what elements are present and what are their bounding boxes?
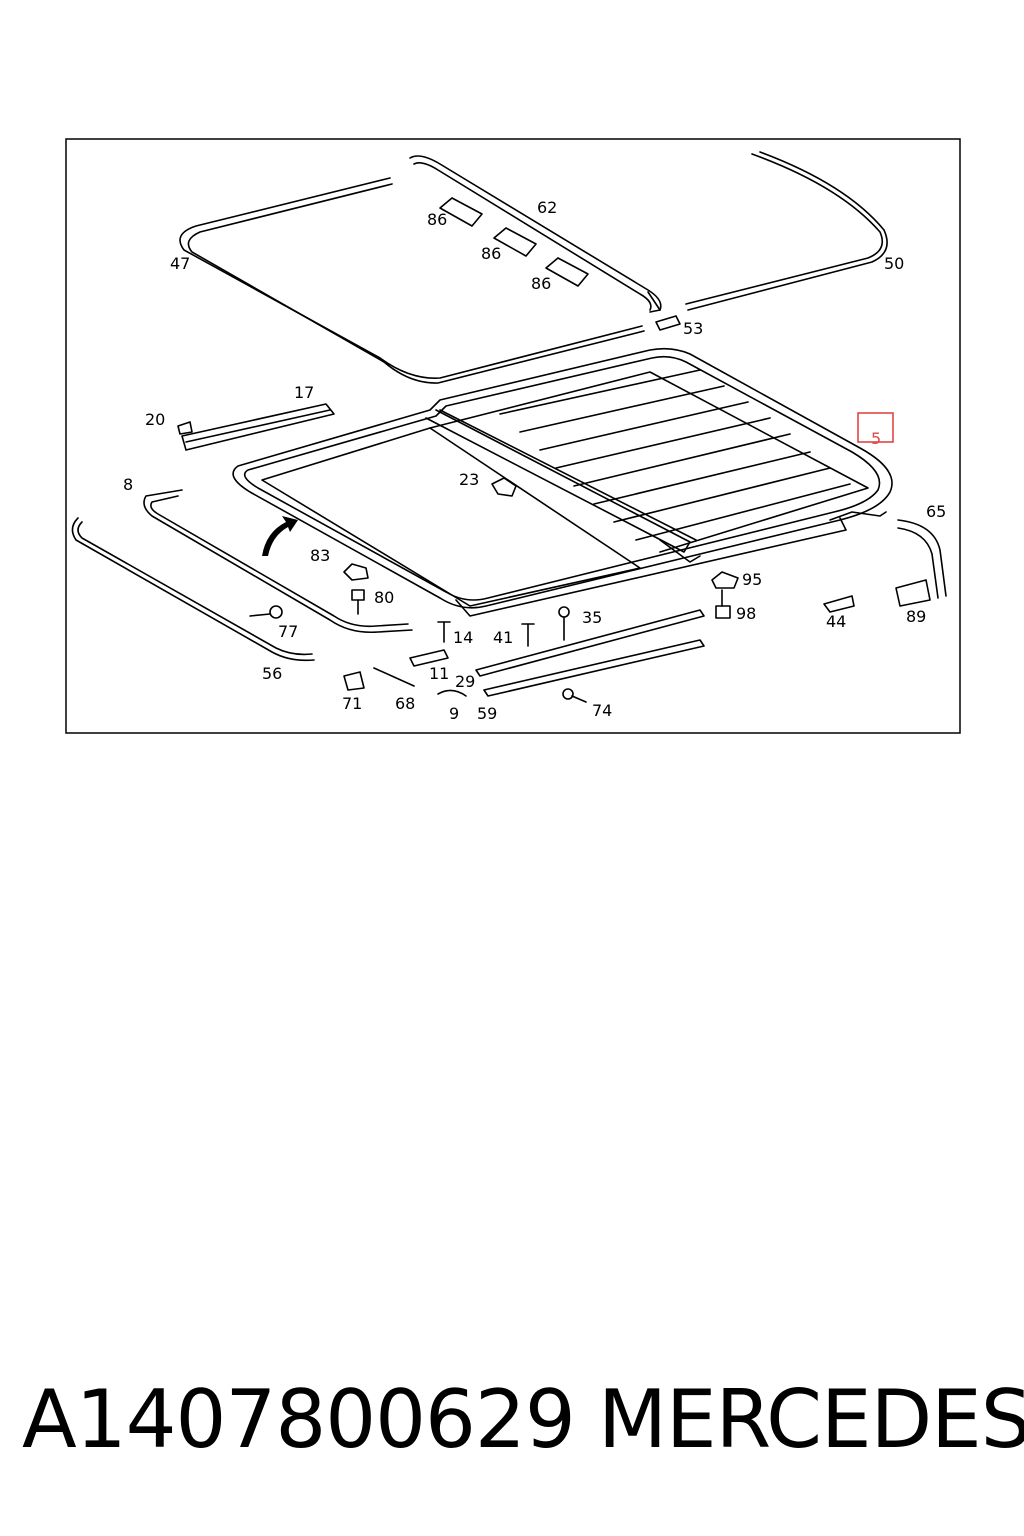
callout-86: 86 <box>481 244 501 263</box>
callout-95: 95 <box>742 570 762 589</box>
bracket-11 <box>409 649 449 667</box>
clip-20 <box>177 421 193 435</box>
direction-arrow-icon <box>262 516 298 556</box>
clip-23 <box>491 477 517 497</box>
callout-86: 86 <box>427 210 447 229</box>
screw-41 <box>521 623 535 647</box>
callout-86: 86 <box>531 274 551 293</box>
callout-65: 65 <box>926 502 946 521</box>
bolt-80 <box>351 589 365 615</box>
callout-68: 68 <box>395 694 415 713</box>
callout-5: 5 <box>871 429 881 448</box>
callout-50: 50 <box>884 254 904 273</box>
outer-seal-56 <box>71 517 315 662</box>
strip-29 <box>475 609 705 677</box>
rivet-74 <box>562 688 587 703</box>
screw-35 <box>558 606 570 641</box>
strip-68 <box>373 667 415 687</box>
callout-71: 71 <box>342 694 362 713</box>
callout-35: 35 <box>582 608 602 627</box>
callout-77: 77 <box>278 622 298 641</box>
callout-23: 23 <box>459 470 479 489</box>
screw-77 <box>249 605 283 619</box>
callout-14: 14 <box>453 628 473 647</box>
brand-name: MERCEDES <box>598 1373 1024 1466</box>
callout-9: 9 <box>449 704 459 723</box>
callout-17: 17 <box>294 383 314 402</box>
part-number: A1407800629 <box>22 1373 576 1466</box>
nut-95 <box>711 571 739 589</box>
callout-29: 29 <box>455 672 475 691</box>
callout-53: 53 <box>683 319 703 338</box>
clip-nut-83 <box>343 563 369 581</box>
callout-44: 44 <box>826 612 846 631</box>
diagram-frame <box>65 138 961 734</box>
bracket-44 <box>823 595 855 613</box>
clip-71 <box>343 671 365 691</box>
strip-59 <box>483 639 705 697</box>
side-seal-8 <box>143 489 413 634</box>
seal-50 <box>685 151 888 311</box>
callout-83: 83 <box>310 546 330 565</box>
screw-14 <box>437 621 451 643</box>
side-strip-17 <box>181 403 335 451</box>
pad-53 <box>655 315 681 331</box>
callout-56: 56 <box>262 664 282 683</box>
drain-hose-65 <box>897 519 947 599</box>
callout-11: 11 <box>429 664 449 683</box>
callout-8: 8 <box>123 475 133 494</box>
callout-80: 80 <box>374 588 394 607</box>
hinge-89 <box>895 579 931 607</box>
callout-41: 41 <box>493 628 513 647</box>
highlight-box-5 <box>857 412 894 443</box>
seal-strip-47 <box>179 177 645 384</box>
callout-89: 89 <box>906 607 926 626</box>
callout-62: 62 <box>537 198 557 217</box>
callout-74: 74 <box>592 701 612 720</box>
callout-59: 59 <box>477 704 497 723</box>
callout-20: 20 <box>145 410 165 429</box>
sunroof-frame-5 <box>232 347 893 617</box>
bolt-98 <box>715 589 731 619</box>
callout-47: 47 <box>170 254 190 273</box>
guide-rail-62 <box>409 155 662 313</box>
spring-clip-9 <box>437 689 467 697</box>
callout-98: 98 <box>736 604 756 623</box>
slider-86 <box>439 197 589 287</box>
part-footer: A1407800629 MERCEDES <box>0 1365 1024 1475</box>
